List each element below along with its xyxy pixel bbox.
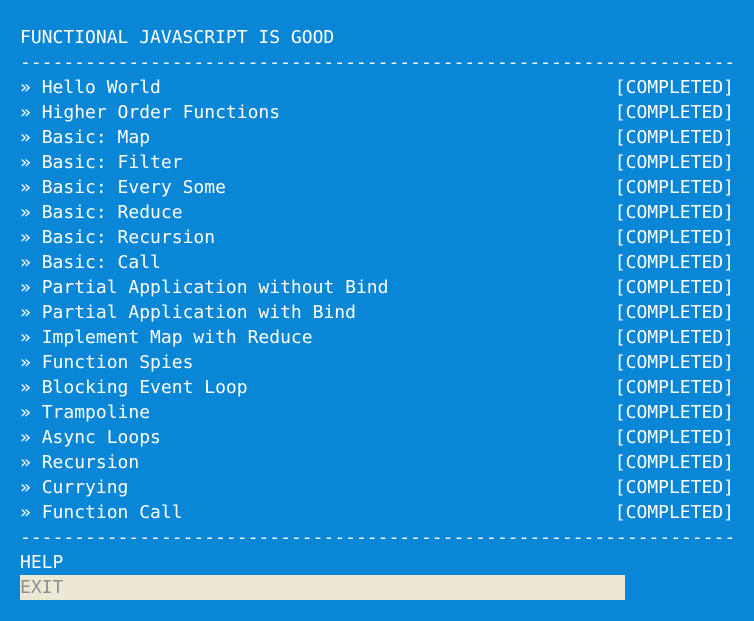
exercise-status: [COMPLETED]	[614, 352, 734, 373]
bullet-glyph: »	[20, 452, 42, 473]
exercise-name: » Higher Order Functions	[20, 102, 281, 123]
exercise-status: [COMPLETED]	[614, 127, 734, 148]
exercise-status: [COMPLETED]	[614, 452, 734, 473]
exercise-item[interactable]: » Async Loops [COMPLETED]	[20, 425, 736, 450]
help-menu-item[interactable]: HELP	[20, 552, 64, 573]
bullet-glyph: »	[20, 127, 42, 148]
bullet-glyph: »	[20, 427, 42, 448]
exercise-name: » Basic: Recursion	[20, 227, 216, 248]
bullet-glyph: »	[20, 152, 42, 173]
exercise-status: [COMPLETED]	[614, 302, 734, 323]
exercise-status: [COMPLETED]	[614, 227, 734, 248]
exercise-status: [COMPLETED]	[614, 102, 734, 123]
exercise-item[interactable]: » Partial Application without Bind [COMP…	[20, 275, 736, 300]
exercise-status: [COMPLETED]	[614, 202, 734, 223]
exercise-status: [COMPLETED]	[614, 402, 734, 423]
exercise-status: [COMPLETED]	[614, 152, 734, 173]
bottom-divider: ----------------------------------------…	[20, 527, 736, 548]
exercise-name: » Function Call	[20, 502, 183, 523]
exercise-item[interactable]: » Basic: Recursion [COMPLETED]	[20, 225, 736, 250]
exercise-status: [COMPLETED]	[614, 327, 734, 348]
bullet-glyph: »	[20, 352, 42, 373]
exercise-name: » Basic: Call	[20, 252, 161, 273]
exercise-item[interactable]: » Trampoline [COMPLETED]	[20, 400, 736, 425]
exercise-status: [COMPLETED]	[614, 502, 734, 523]
bullet-glyph: »	[20, 402, 42, 423]
bullet-glyph: »	[20, 227, 42, 248]
exercise-item[interactable]: » Implement Map with Reduce [COMPLETED]	[20, 325, 736, 350]
bullet-glyph: »	[20, 502, 42, 523]
bullet-glyph: »	[20, 377, 42, 398]
exercise-name: » Trampoline	[20, 402, 151, 423]
bullet-glyph: »	[20, 327, 42, 348]
exercise-status: [COMPLETED]	[614, 377, 734, 398]
exercise-name: » Basic: Every Some	[20, 177, 226, 198]
exercise-item[interactable]: » Basic: Map [COMPLETED]	[20, 125, 736, 150]
menu-title: FUNCTIONAL JAVASCRIPT IS GOOD	[20, 27, 335, 48]
exercise-name: » Async Loops	[20, 427, 161, 448]
exercise-name: » Hello World	[20, 77, 161, 98]
exercise-status: [COMPLETED]	[614, 277, 734, 298]
exercise-item[interactable]: » Higher Order Functions [COMPLETED]	[20, 100, 736, 125]
exercise-name: » Basic: Reduce	[20, 202, 183, 223]
exercise-name: » Currying	[20, 477, 129, 498]
exercise-item[interactable]: » Basic: Filter [COMPLETED]	[20, 150, 736, 175]
exercise-item[interactable]: » Function Spies [COMPLETED]	[20, 350, 736, 375]
exercise-list: » Hello World [COMPLETED] » Higher Order…	[20, 75, 736, 525]
terminal-menu: FUNCTIONAL JAVASCRIPT IS GOOD ----------…	[20, 25, 736, 600]
bullet-glyph: »	[20, 102, 42, 123]
exercise-item[interactable]: » Hello World [COMPLETED]	[20, 75, 736, 100]
exercise-item[interactable]: » Recursion [COMPLETED]	[20, 450, 736, 475]
exercise-status: [COMPLETED]	[614, 427, 734, 448]
exit-menu-item[interactable]: EXIT	[20, 575, 625, 600]
exercise-name: » Implement Map with Reduce	[20, 327, 313, 348]
exercise-name: » Blocking Event Loop	[20, 377, 248, 398]
exercise-item[interactable]: » Basic: Reduce [COMPLETED]	[20, 200, 736, 225]
exercise-status: [COMPLETED]	[614, 77, 734, 98]
exercise-item[interactable]: » Basic: Call [COMPLETED]	[20, 250, 736, 275]
exercise-name: » Function Spies	[20, 352, 194, 373]
exercise-item[interactable]: » Blocking Event Loop [COMPLETED]	[20, 375, 736, 400]
exercise-item[interactable]: » Currying [COMPLETED]	[20, 475, 736, 500]
exercise-name: » Basic: Map	[20, 127, 151, 148]
exercise-name: » Partial Application with Bind	[20, 302, 356, 323]
exercise-status: [COMPLETED]	[614, 177, 734, 198]
exercise-item[interactable]: » Partial Application with Bind [COMPLET…	[20, 300, 736, 325]
exercise-name: » Partial Application without Bind	[20, 277, 389, 298]
bullet-glyph: »	[20, 177, 42, 198]
top-divider: ----------------------------------------…	[20, 52, 736, 73]
exercise-status: [COMPLETED]	[614, 477, 734, 498]
bullet-glyph: »	[20, 277, 42, 298]
exercise-name: » Basic: Filter	[20, 152, 183, 173]
exercise-item[interactable]: » Function Call [COMPLETED]	[20, 500, 736, 525]
bullet-glyph: »	[20, 202, 42, 223]
bullet-glyph: »	[20, 477, 42, 498]
exercise-item[interactable]: » Basic: Every Some [COMPLETED]	[20, 175, 736, 200]
exercise-name: » Recursion	[20, 452, 140, 473]
exercise-status: [COMPLETED]	[614, 252, 734, 273]
bullet-glyph: »	[20, 302, 42, 323]
bullet-glyph: »	[20, 77, 42, 98]
bullet-glyph: »	[20, 252, 42, 273]
